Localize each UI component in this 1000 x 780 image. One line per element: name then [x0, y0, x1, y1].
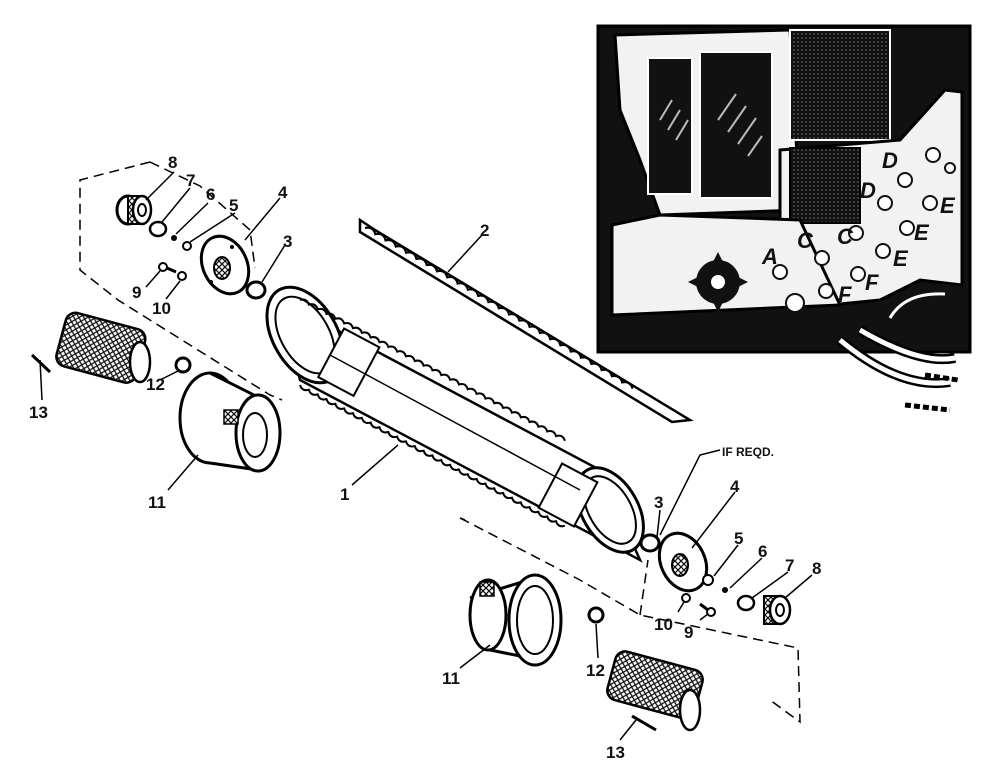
- left-assembly-group: 8 7 6 5 4 3 9 10 12 13 11: [29, 153, 292, 512]
- callout-11-left: 11: [148, 493, 166, 512]
- callout-4-right: 4: [730, 477, 740, 496]
- left-group-boundary: [79, 161, 283, 401]
- callout-5-left: 5: [229, 196, 238, 215]
- washer-part-7-right: [736, 594, 756, 612]
- gear-part-8-right: [763, 594, 792, 626]
- center-callouts: 2 1: [340, 221, 489, 504]
- control-cross-icon: [688, 252, 748, 312]
- housing-part-11-right: [468, 573, 563, 667]
- hydraulic-motor-right: [606, 650, 704, 732]
- flange-part-4-left: [199, 234, 251, 296]
- callout-12-left: 12: [146, 375, 165, 394]
- port-label-E3: E: [893, 246, 909, 271]
- callout-10-left: 10: [152, 299, 171, 318]
- callout-9-right: 9: [684, 623, 693, 642]
- connection-port-icons: [772, 147, 956, 299]
- cab-window-right: [699, 51, 773, 199]
- bolt-part-9-left: [158, 262, 177, 274]
- callout-6-left: 6: [206, 185, 215, 204]
- gear-part-8-left: [115, 194, 153, 226]
- right-assembly-group: IF REQD. 3 4 5 6 7 8 10 9 11 12 13: [442, 445, 821, 762]
- tube-assembly-part-1: [265, 285, 645, 563]
- port-label-F2: F: [865, 270, 879, 295]
- part-6-left: [171, 235, 177, 241]
- callout-11-right: 11: [442, 669, 460, 688]
- callout-8-left: 8: [168, 153, 177, 172]
- right-group-boundary: [459, 517, 801, 724]
- callout-9-left: 9: [132, 283, 141, 302]
- nut-part-10-left: [177, 271, 187, 281]
- nut-part-12-left: [174, 356, 192, 374]
- callout-3-left: 3: [283, 232, 292, 251]
- nut-part-12-right: [587, 606, 605, 624]
- bolt-part-13-right: [631, 714, 657, 732]
- washer-part-7-left: [148, 220, 168, 238]
- engine-grille-top: [789, 29, 891, 141]
- port-label-E2: E: [914, 220, 930, 245]
- port-label-C2: C: [837, 224, 854, 249]
- machine-inset-panel: D D C C E E E A F F: [596, 24, 972, 389]
- rack-bar-part-2: [358, 217, 694, 424]
- port-label-F1: F: [838, 282, 852, 307]
- callout-2: 2: [480, 221, 489, 240]
- callout-13-left: 13: [29, 403, 48, 422]
- housing-part-11-left: [178, 371, 282, 473]
- bolt-part-9-right: [699, 602, 716, 617]
- port-label-C1: C: [797, 228, 814, 253]
- flange-part-4-right: [657, 531, 709, 593]
- callout-1: 1: [340, 485, 349, 504]
- seal-part-3-left: [245, 280, 267, 300]
- part-5-left: [182, 241, 192, 251]
- callout-6-right: 6: [758, 542, 767, 561]
- port-label-E1: E: [940, 193, 956, 218]
- if-reqd-note: IF REQD.: [722, 445, 774, 459]
- hydraulic-motor-left: [55, 311, 152, 384]
- callout-5-right: 5: [734, 529, 743, 548]
- callout-7-right: 7: [785, 556, 794, 575]
- port-label-D2: D: [860, 178, 876, 203]
- hose-tails: [904, 372, 959, 413]
- seal-part-3-right: [639, 533, 661, 553]
- callout-4-left: 4: [278, 183, 288, 202]
- callout-13-right: 13: [606, 743, 625, 762]
- nut-part-10-right: [681, 593, 691, 603]
- part-5-right: [702, 574, 714, 586]
- callout-12-right: 12: [586, 661, 605, 680]
- bolt-part-13-left: [30, 353, 52, 374]
- side-grille: [789, 147, 861, 224]
- part-6-right: [722, 587, 728, 593]
- callout-10-right: 10: [654, 615, 673, 634]
- port-label-D1: D: [882, 148, 898, 173]
- wheel-arc: [880, 283, 962, 330]
- y-fitting-icon: [785, 293, 805, 313]
- callout-7-left: 7: [186, 171, 195, 190]
- port-label-A: A: [761, 244, 778, 269]
- callout-3-right: 3: [654, 493, 663, 512]
- callout-8-right: 8: [812, 559, 821, 578]
